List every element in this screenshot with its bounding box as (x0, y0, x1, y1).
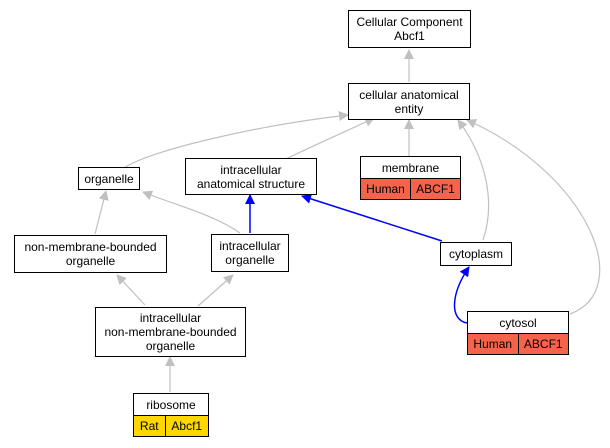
node-label: Cellular Component Abcf1 (356, 15, 463, 43)
node-intracellular-anatomical-structure[interactable]: intracellular anatomical structure (185, 158, 317, 195)
edge-io-to-organelle (142, 190, 241, 234)
annotation-table-cytosol: Human ABCF1 (467, 333, 569, 355)
node-label: cellular anatomical entity (359, 87, 459, 116)
node-label: cytoplasm (448, 247, 504, 261)
species-cell: Human (468, 334, 518, 354)
node-label: ribosome (146, 397, 196, 412)
node-intracellular-organelle[interactable]: intracellular organelle (211, 234, 289, 272)
gene-cell: ABCF1 (410, 179, 460, 199)
edge-organelle-to-cae (123, 111, 349, 169)
node-membrane[interactable]: membrane (360, 156, 461, 179)
node-cytoplasm[interactable]: cytoplasm (440, 242, 512, 266)
gene-cell: Abcf1 (164, 416, 208, 436)
node-non-membrane-bounded-organelle[interactable]: non-membrane-bounded organelle (14, 235, 167, 273)
edge-cytoplasm-to-cae (457, 119, 490, 241)
edge-inmbo-to-io (197, 274, 234, 307)
node-intracellular-non-membrane-bounded-organelle[interactable]: intracellular non-membrane-bounded organ… (95, 307, 246, 357)
annotation-table-ribosome: Rat Abcf1 (133, 415, 209, 437)
species-cell: Human (361, 179, 410, 199)
node-label: membrane (381, 160, 440, 175)
gene-cell: ABCF1 (517, 334, 568, 354)
edge-inmbo-to-nmbo (116, 274, 146, 306)
node-organelle[interactable]: organelle (78, 167, 140, 190)
species-cell: Rat (134, 416, 165, 436)
node-label: intracellular non-membrane-bounded organ… (104, 311, 237, 353)
node-cellular-anatomical-entity[interactable]: cellular anatomical entity (348, 83, 470, 120)
annotation-table-membrane: Human ABCF1 (360, 178, 461, 200)
edge-cytosol-to-cae (466, 119, 601, 315)
edge-nmbo-to-organelle (94, 190, 109, 235)
node-label: organelle (84, 171, 134, 186)
node-ribosome[interactable]: ribosome (133, 393, 209, 416)
node-label: cytosol (499, 315, 537, 330)
edge-cytoplasm-to-ias-blue (301, 193, 443, 242)
node-label: intracellular organelle (219, 239, 281, 267)
node-label: non-membrane-bounded organelle (24, 240, 157, 268)
node-cellular-component[interactable]: Cellular Component Abcf1 (348, 10, 471, 48)
edge-ias-to-cae (285, 117, 375, 160)
node-cytosol[interactable]: cytosol (467, 311, 569, 334)
node-label: intracellular anatomical structure (196, 162, 306, 191)
edge-cytosol-to-cytoplasm-blue (453, 266, 470, 324)
